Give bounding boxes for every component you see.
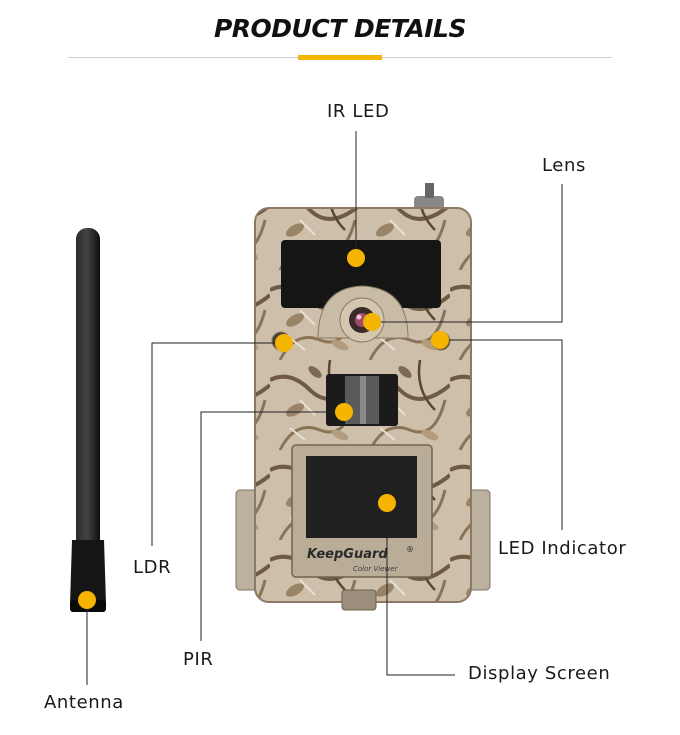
leader-line-led-indicator bbox=[440, 339, 563, 530]
display-screen bbox=[306, 456, 417, 538]
label-pir: PIR bbox=[183, 649, 214, 670]
ir-led-panel bbox=[281, 240, 441, 308]
brand-logo: KeepGuard bbox=[307, 547, 388, 562]
label-ir-led: IR LED bbox=[327, 101, 390, 122]
label-led-indicator: LED Indicator bbox=[498, 538, 627, 559]
label-antenna: Antenna bbox=[44, 692, 124, 713]
leader-lines bbox=[86, 131, 563, 685]
callout-dot-display bbox=[378, 494, 396, 512]
callout-dot-pir bbox=[335, 403, 353, 421]
leader-line-ldr bbox=[151, 342, 284, 546]
leader-line-display bbox=[386, 503, 455, 676]
brand-subtitle: Color Viewer bbox=[353, 565, 399, 573]
callout-dot-ldr bbox=[275, 334, 293, 352]
callout-dot-antenna bbox=[78, 591, 96, 609]
callout-dot-lens bbox=[363, 313, 381, 331]
antenna bbox=[70, 228, 106, 612]
label-display-screen: Display Screen bbox=[468, 663, 611, 684]
label-ldr: LDR bbox=[133, 557, 172, 578]
page-title: PRODUCT DETAILS bbox=[213, 14, 467, 43]
leader-line-pir bbox=[200, 411, 344, 641]
callout-dot-led-indicator bbox=[431, 331, 449, 349]
title-accent-bar bbox=[298, 55, 382, 60]
pir-sensor-window bbox=[326, 374, 398, 426]
lens-housing bbox=[317, 285, 409, 343]
label-lens: Lens bbox=[542, 155, 586, 176]
leader-line-lens bbox=[372, 184, 563, 323]
callout-dot-ir-led bbox=[347, 249, 365, 267]
display-frame: KeepGuard ® Color Viewer bbox=[291, 444, 433, 578]
registered-mark: ® bbox=[406, 545, 414, 554]
